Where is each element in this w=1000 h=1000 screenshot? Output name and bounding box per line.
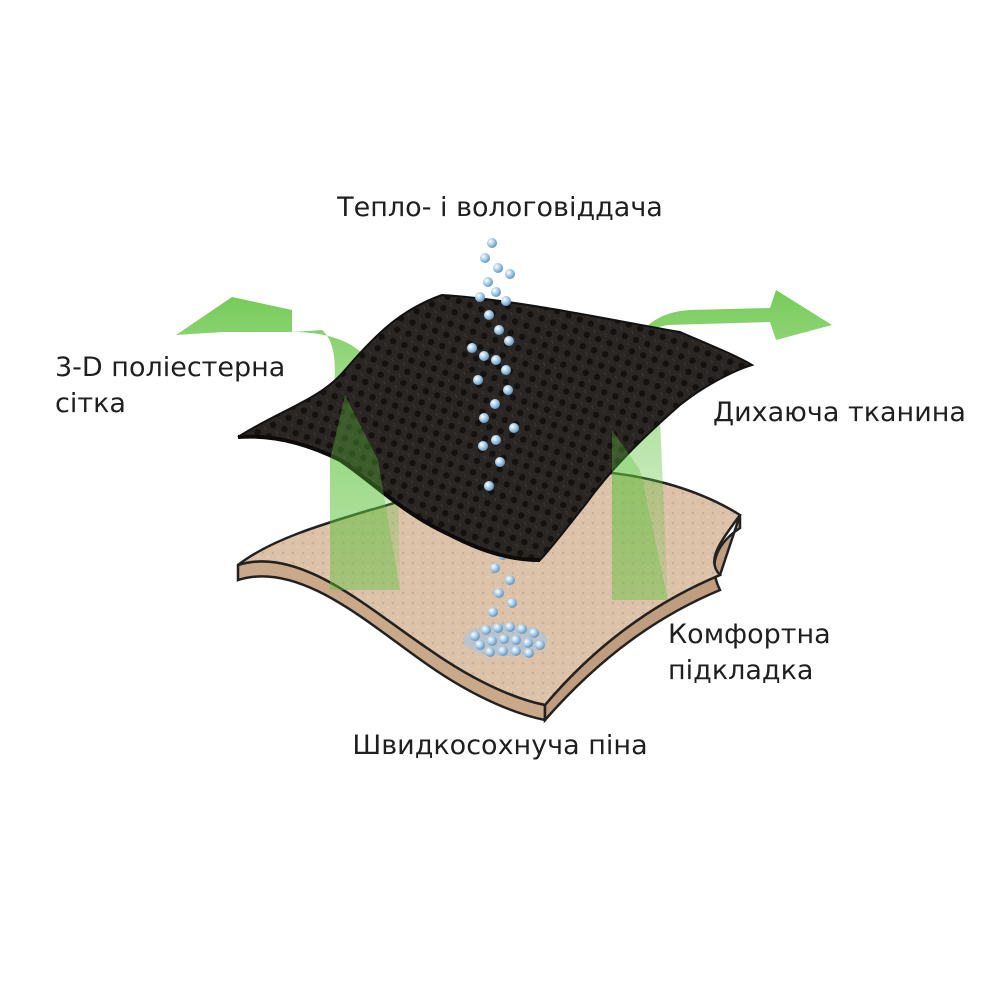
mesh-layer <box>237 293 755 562</box>
label-text: 3-D поліестерна <box>55 352 286 383</box>
droplet-puddle-icon <box>463 622 547 658</box>
green-arrow-icon <box>330 395 400 590</box>
label-comfort-lining: Комфортна підкладка <box>668 617 831 690</box>
label-heat-moisture: Тепло- і вологовіддача <box>0 190 1000 226</box>
label-text: Комфортна <box>668 619 831 650</box>
label-text: підкладка <box>668 655 814 687</box>
label-text: Тепло- і вологовіддача <box>337 192 663 223</box>
green-arrow-icon <box>612 290 832 600</box>
label-text: Дихаюча тканина <box>713 397 966 428</box>
label-3d-mesh: 3-D поліестерна сітка <box>55 350 285 423</box>
label-text: Швидкосохнуча піна <box>352 730 648 761</box>
green-arrow-icon <box>612 430 668 600</box>
label-breathable-fabric: Дихаюча тканина <box>713 395 966 431</box>
water-droplet-icon <box>467 238 519 491</box>
label-text: сітка <box>55 388 126 420</box>
label-quick-dry-foam: Швидкосохнуча піна <box>0 728 1000 764</box>
